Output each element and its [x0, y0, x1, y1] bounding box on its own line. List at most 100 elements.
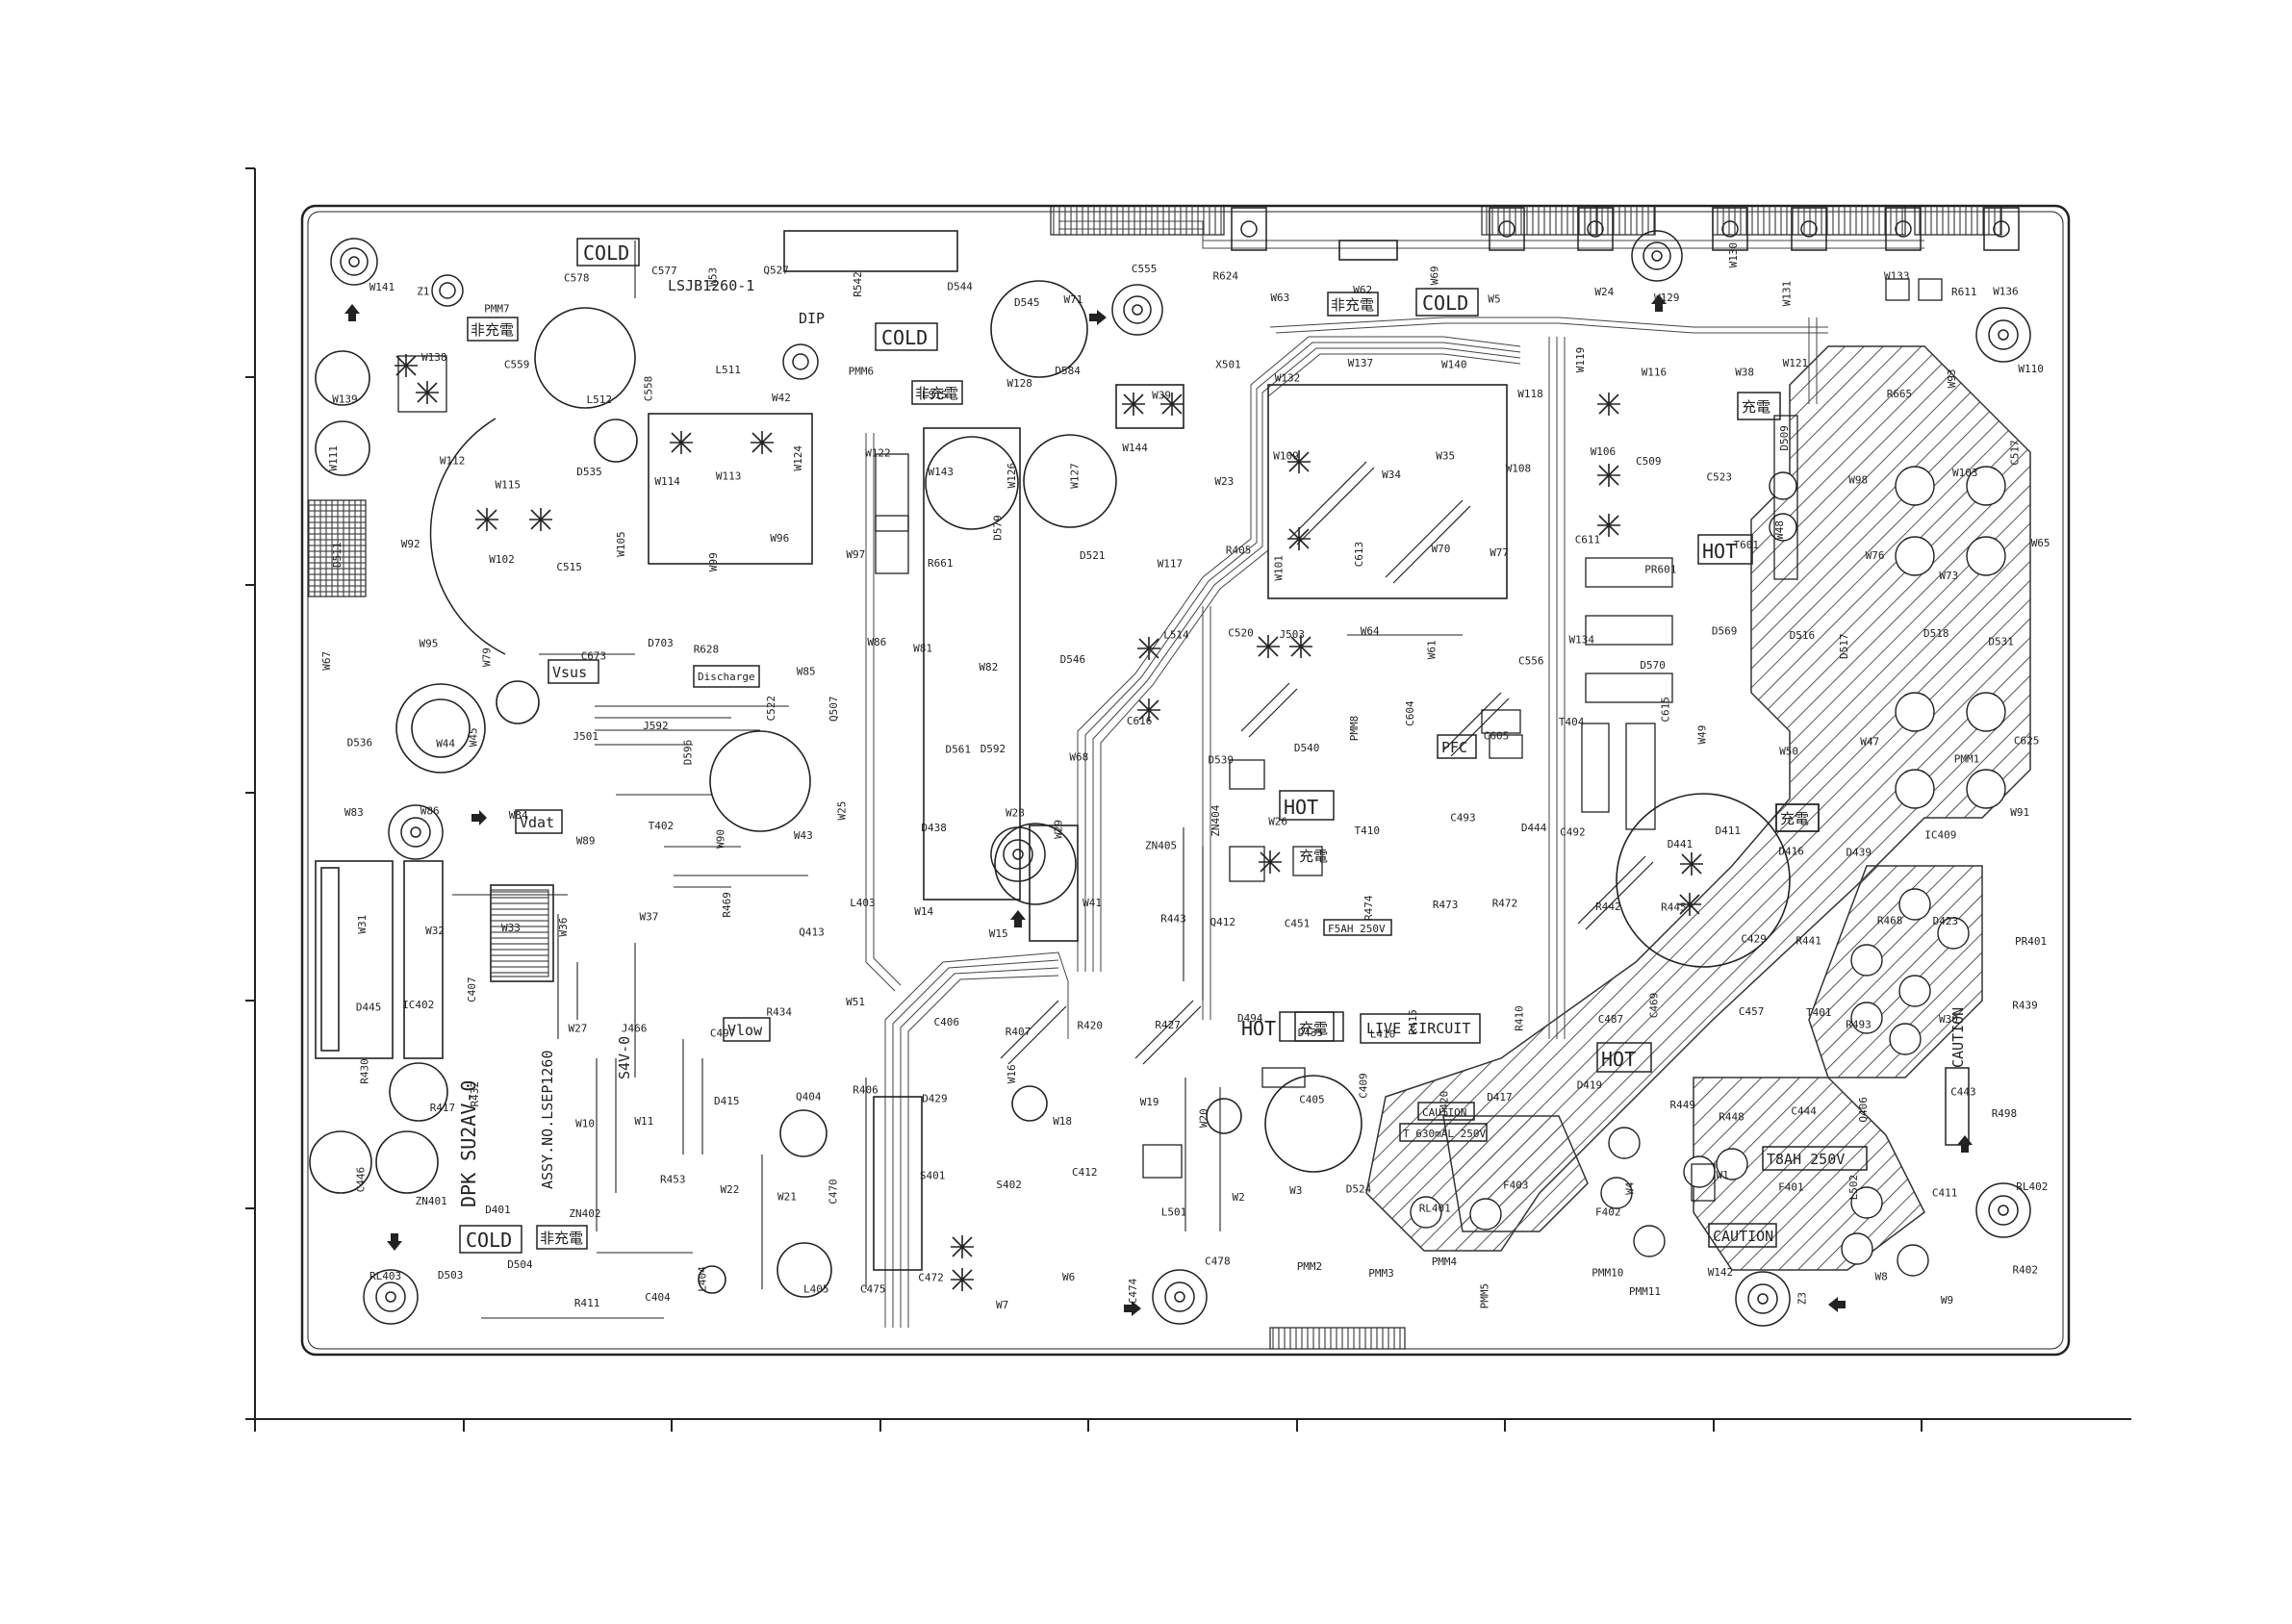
- component-ref-rl403: RL403: [369, 1270, 401, 1282]
- component-ref-r415: R415: [1407, 1009, 1419, 1035]
- component-ref-pmm6: PMM6: [849, 365, 875, 377]
- component-ref-r624: R624: [1213, 269, 1239, 282]
- transformers: [315, 230, 1508, 1271]
- component-ref-w16: W16: [1006, 1064, 1018, 1083]
- component-ref-d401: D401: [485, 1204, 511, 1216]
- component-ref-r628: R628: [694, 643, 720, 655]
- component-ref-c523: C523: [1707, 471, 1733, 484]
- component-ref-d531: D531: [1988, 635, 2014, 647]
- component-ref-w73: W73: [1939, 570, 1958, 582]
- component-ref-r661: R661: [928, 557, 954, 570]
- label-jp-cold-3: 非充電: [915, 385, 958, 402]
- component-ref-d546: D546: [1060, 653, 1086, 666]
- component-ref-q406: Q406: [1857, 1097, 1870, 1123]
- component-ref-d521: D521: [1080, 549, 1106, 562]
- component-ref-w63: W63: [1270, 292, 1289, 304]
- cross-markers: [395, 354, 1703, 1291]
- component-ref-l514: L514: [1163, 629, 1189, 642]
- component-ref-r420: R420: [1078, 1020, 1104, 1032]
- component-ref-w2: W2: [1233, 1191, 1245, 1204]
- component-ref-w105: W105: [615, 531, 627, 557]
- component-ref-w103: W103: [1952, 467, 1978, 479]
- component-ref-w82: W82: [979, 661, 998, 673]
- component-ref-w126: W126: [1006, 463, 1018, 489]
- component-ref-w98: W98: [1848, 474, 1868, 487]
- component-ref-s401: S401: [920, 1170, 946, 1182]
- component-ref-w53: W53: [707, 267, 720, 287]
- component-ref-q507: Q507: [828, 697, 840, 723]
- label-cold-2: COLD: [881, 326, 928, 349]
- component-ref-w37: W37: [640, 910, 659, 923]
- component-ref-w38: W38: [1735, 367, 1754, 379]
- dimension-lines: [452, 241, 1463, 1319]
- component-ref-r405: R405: [1226, 545, 1252, 557]
- component-ref-w3: W3: [1289, 1184, 1302, 1197]
- label-vdat: Vdat: [520, 814, 554, 831]
- component-ref-r611: R611: [1951, 286, 1977, 298]
- component-ref-w95: W95: [420, 638, 439, 650]
- component-ref-pmm5: PMM5: [1479, 1283, 1491, 1309]
- component-ref-c412: C412: [1072, 1166, 1098, 1179]
- component-ref-w113: W113: [716, 469, 742, 482]
- component-ref-w93: W93: [1946, 369, 1958, 389]
- component-ref-w111: W111: [327, 445, 340, 471]
- component-ref-zn402: ZN402: [569, 1207, 600, 1220]
- component-ref-w140: W140: [1441, 359, 1467, 371]
- component-ref-c474: C474: [1127, 1278, 1139, 1304]
- component-ref-w133: W133: [1884, 270, 1910, 283]
- component-ref-s402: S402: [996, 1179, 1022, 1191]
- component-ref-l502: L502: [1847, 1175, 1860, 1201]
- component-ref-pmm7: PMM7: [484, 302, 509, 315]
- component-ref-w138: W138: [421, 351, 447, 364]
- component-ref-w109: W109: [1273, 449, 1299, 462]
- component-ref-t601: T601: [1734, 539, 1760, 551]
- component-ref-pmm10: PMM10: [1592, 1266, 1623, 1279]
- component-ref-d411: D411: [1716, 825, 1742, 837]
- label-cold-3: COLD: [1422, 292, 1468, 315]
- component-ref-pmm3: PMM3: [1368, 1267, 1394, 1280]
- label-fuse-t630: T 630mAL 250V: [1403, 1128, 1486, 1140]
- component-ref-r445: R445: [1661, 901, 1687, 913]
- component-ref-w69: W69: [1429, 266, 1441, 285]
- component-ref-c475: C475: [860, 1283, 886, 1296]
- component-ref-d570: D570: [1640, 659, 1666, 672]
- component-ref-zn404: ZN404: [1210, 804, 1222, 836]
- label-caution-1: CAUTION: [1422, 1106, 1466, 1119]
- component-ref-w30: W30: [1939, 1013, 1958, 1026]
- component-ref-d584: D584: [1055, 365, 1081, 377]
- component-ref-ic409: IC409: [1924, 829, 1956, 842]
- component-ref-c615: C615: [1659, 697, 1671, 723]
- component-ref-c616: C616: [1127, 715, 1153, 727]
- component-ref-f401: F401: [1778, 1181, 1804, 1194]
- component-ref-w42: W42: [772, 392, 791, 404]
- component-ref-pmm11: PMM11: [1629, 1285, 1661, 1298]
- component-ref-d703: D703: [648, 637, 674, 649]
- label-jp-cold-2: 非充電: [1331, 296, 1374, 314]
- component-ref-j501: J501: [573, 730, 599, 743]
- component-ref-w19: W19: [1140, 1096, 1159, 1108]
- component-ref-c522: C522: [765, 696, 777, 722]
- component-ref-w1: W1: [1717, 1169, 1729, 1181]
- component-ref-r411: R411: [574, 1297, 600, 1309]
- component-ref-d511: D511: [331, 543, 344, 569]
- component-ref-c558: C558: [643, 376, 655, 402]
- label-jp-hot-4: 充電: [1299, 848, 1328, 865]
- label-cold-4: COLD: [466, 1229, 512, 1252]
- board-title: LSJB1260-1: [668, 277, 754, 294]
- boxed-label-texts: COLD COLD COLD COLD HOT HOT HOT HOT LIVE…: [466, 241, 1967, 1252]
- component-ref-w10: W10: [575, 1118, 595, 1130]
- edge-lugs: [1231, 207, 2020, 251]
- component-ref-w18: W18: [1053, 1115, 1072, 1128]
- component-ref-r434: R434: [767, 1005, 793, 1018]
- slot-marks: [1000, 461, 1654, 1065]
- component-ref-w32: W32: [425, 925, 445, 937]
- component-ref-w67: W67: [320, 651, 333, 671]
- component-ref-w22: W22: [721, 1183, 740, 1196]
- component-ref-l403: L403: [850, 897, 876, 909]
- component-ref-c457: C457: [1739, 1005, 1765, 1018]
- component-ref-w114: W114: [654, 475, 680, 488]
- component-ref-w62: W62: [1353, 284, 1372, 296]
- component-ref-l410: L410: [1370, 1028, 1396, 1041]
- component-ref-w91: W91: [2010, 806, 2029, 819]
